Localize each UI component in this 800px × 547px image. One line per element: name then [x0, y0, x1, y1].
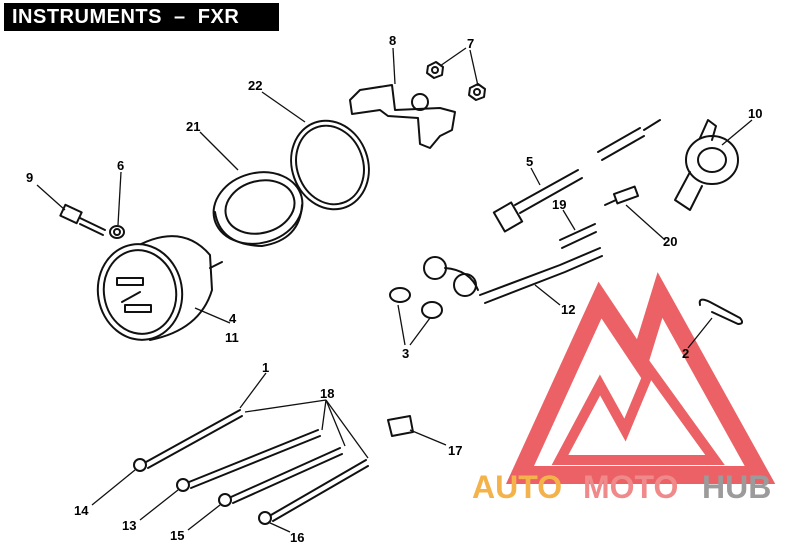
speedometer-drive-unit — [674, 119, 739, 211]
callout-20: 20 — [663, 234, 677, 249]
callout-3: 3 — [402, 346, 409, 361]
cable-connector — [604, 185, 640, 206]
callout-14: 14 — [74, 503, 89, 518]
callout-15: 15 — [170, 528, 184, 543]
speedometer-cable — [492, 119, 661, 233]
watermark-moto: MOTO — [583, 469, 678, 505]
callout-4: 4 — [229, 311, 237, 326]
callout-2: 2 — [682, 346, 689, 361]
callout-7: 7 — [467, 36, 474, 51]
watermark-auto: AUTO — [472, 469, 562, 505]
speedometer — [96, 235, 223, 341]
callout-8: 8 — [389, 33, 396, 48]
retaining-clip — [698, 298, 744, 325]
grommet — [109, 225, 125, 239]
cable-ferrule — [59, 203, 106, 236]
callout-17: 17 — [448, 443, 462, 458]
mounting-bracket — [349, 84, 456, 149]
callout-13: 13 — [122, 518, 136, 533]
watermark-hub: HUB — [702, 469, 771, 505]
callout-11: 11 — [225, 330, 239, 345]
automotohub-logo — [505, 272, 776, 484]
callout-22: 22 — [248, 78, 262, 93]
lamp-lead-16 — [258, 459, 369, 525]
callout-19: 19 — [552, 197, 566, 212]
lamp-lead-13 — [176, 429, 321, 492]
lamp-lead-14 — [133, 409, 243, 472]
callout-6: 6 — [117, 158, 124, 173]
callout-5: 5 — [526, 154, 533, 169]
callout-16: 16 — [290, 530, 304, 545]
leader-lines — [36, 47, 753, 533]
speedometer-housing-cup — [212, 171, 304, 247]
watermark-text: AUTO MOTO HUB — [472, 469, 771, 505]
callout-9: 9 — [26, 170, 33, 185]
callout-12: 12 — [561, 302, 575, 317]
wiring-harness — [479, 223, 603, 304]
diagram-title: INSTRUMENTS – FXR — [4, 3, 279, 31]
callout-10: 10 — [748, 106, 762, 121]
lamp-bulbs-and-sockets — [389, 256, 479, 319]
callout-labels: 22 21 8 7 9 6 4 11 5 10 20 19 12 3 2 1 1… — [26, 33, 762, 545]
harness-clip — [387, 415, 414, 437]
callout-1: 1 — [262, 360, 269, 375]
callout-21: 21 — [186, 119, 200, 134]
bezel-ring — [290, 119, 370, 211]
callout-18: 18 — [320, 386, 334, 401]
lamp-lead-15 — [218, 447, 343, 507]
